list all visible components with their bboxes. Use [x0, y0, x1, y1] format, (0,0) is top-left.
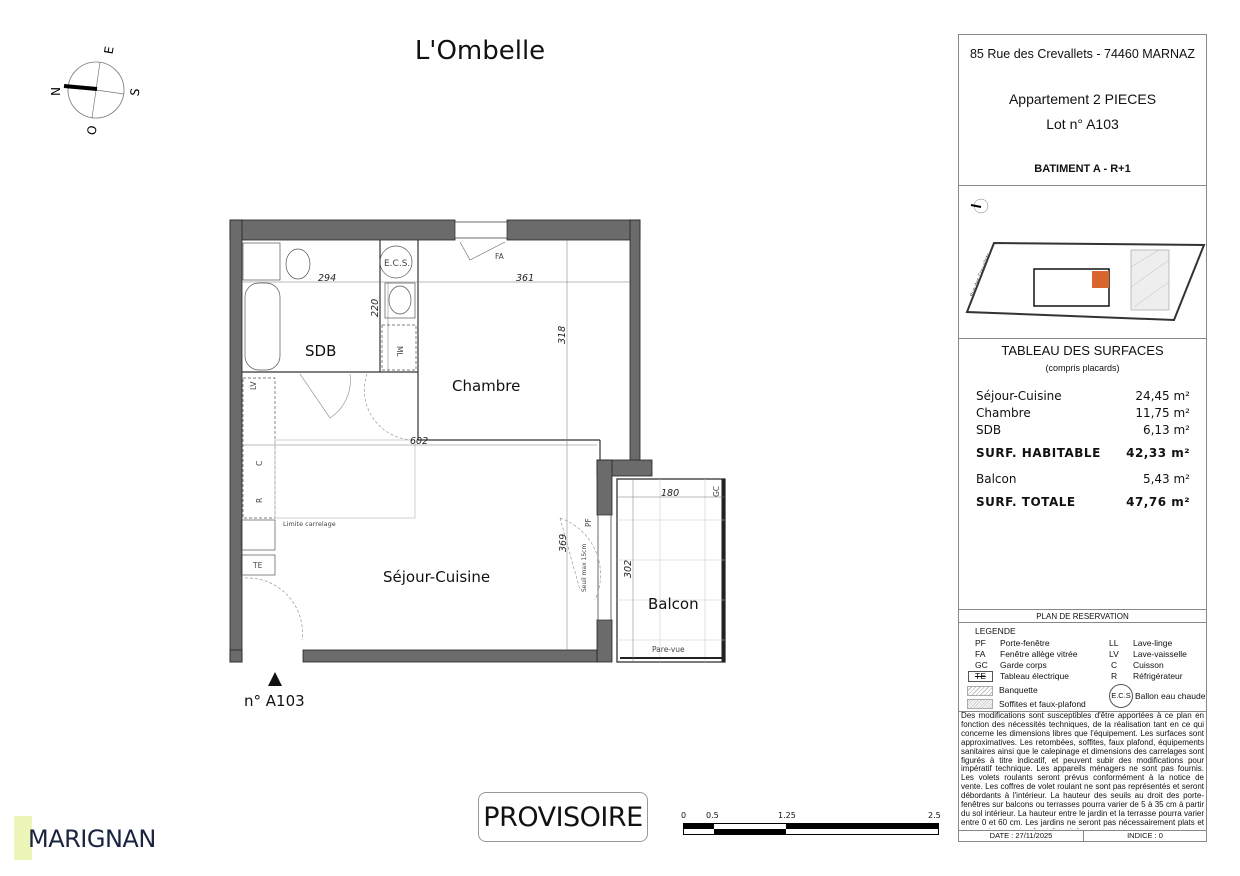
seuil-label: Seuil max 15cm — [581, 544, 588, 592]
te-label: TE — [252, 561, 263, 570]
entry-lot-label: n° A103 — [244, 692, 305, 710]
room-chambre: Chambre — [452, 377, 520, 395]
dim-302: 302 — [623, 560, 634, 578]
dim-294: 294 — [318, 273, 336, 284]
address: 85 Rue des Crevallets - 74460 MARNAZ — [969, 47, 1196, 61]
soffites-legend-icon — [967, 699, 993, 709]
compass-icon: N E S O — [48, 45, 143, 136]
pf-label: PF — [584, 518, 593, 527]
balcony-outline — [616, 478, 726, 663]
ecs-label: E.C.S. — [384, 259, 410, 269]
window-pf — [597, 514, 612, 621]
compass-s: S — [128, 87, 143, 97]
parevue-label: Pare-vue — [652, 645, 685, 654]
dim-369: 369 — [558, 534, 569, 552]
te-legend-icon: TE — [968, 671, 993, 682]
disclaimer: Des modifications sont susceptibles d'êt… — [961, 712, 1204, 829]
compass-e: E — [102, 45, 117, 55]
scale-tick: 2.5 — [928, 811, 941, 820]
provisoire-stamp: PROVISOIRE — [478, 792, 648, 842]
room-sejour-cuisine: Séjour-Cuisine — [383, 568, 490, 586]
ml-label: ML — [395, 346, 404, 357]
room-balcon: Balcon — [648, 595, 699, 613]
surfaces-title: TABLEAU DES SURFACES — [1001, 343, 1164, 358]
walls — [229, 219, 653, 663]
entry-arrow-icon — [268, 672, 282, 686]
compass-n: N — [48, 87, 62, 96]
building-level: BATIMENT A - R+1 — [1034, 163, 1131, 175]
c-label: C — [255, 461, 264, 466]
scale-bar: 0 0.5 1.25 2.5 — [681, 808, 943, 838]
dim-180: 180 — [661, 488, 679, 499]
project-title: L'Ombelle — [414, 36, 546, 66]
scale-tick: 0 — [681, 811, 687, 820]
scale-tick: 0.5 — [706, 811, 719, 820]
dim-602: 602 — [410, 436, 428, 447]
dim-220: 220 — [370, 299, 381, 317]
r-label: R — [255, 498, 264, 503]
info-panel: 85 Rue des Crevallets - 74460 MARNAZ App… — [958, 34, 1207, 842]
reservation-title: PLAN DE RESERVATION — [1036, 612, 1129, 621]
scale-tick: 1.25 — [778, 811, 796, 820]
dim-318: 318 — [557, 326, 568, 344]
legend-title: LEGENDE — [975, 626, 1016, 636]
window-fa — [454, 221, 508, 239]
dim-361: 361 — [516, 273, 534, 284]
ecs-legend-icon: E.C.S — [1109, 684, 1133, 708]
index: INDICE : 0 — [1127, 831, 1163, 840]
date: DATE : 27/11/2025 — [989, 831, 1053, 840]
lv-label: LV — [249, 381, 258, 390]
site-street-label: Rue des Crevallets — [969, 252, 992, 298]
surfaces-subtitle: (compris placards) — [1045, 363, 1120, 373]
fa-label: FA — [495, 252, 505, 261]
compass-o: O — [84, 124, 99, 136]
lot-highlight — [1092, 271, 1109, 288]
banquette-legend-icon — [967, 686, 993, 696]
floor-plan: 294 361 602 180 220 318 369 302 SDB Cham… — [229, 219, 726, 686]
site-map: Rue des Crevallets — [965, 198, 1206, 322]
room-sdb: SDB — [305, 342, 336, 360]
lot-number: Lot n° A103 — [1046, 116, 1119, 132]
gc-label: GC — [712, 486, 721, 497]
apartment-type: Appartement 2 PIECES — [1008, 91, 1157, 107]
limite-carrelage-label: Limite carrelage — [283, 520, 336, 528]
